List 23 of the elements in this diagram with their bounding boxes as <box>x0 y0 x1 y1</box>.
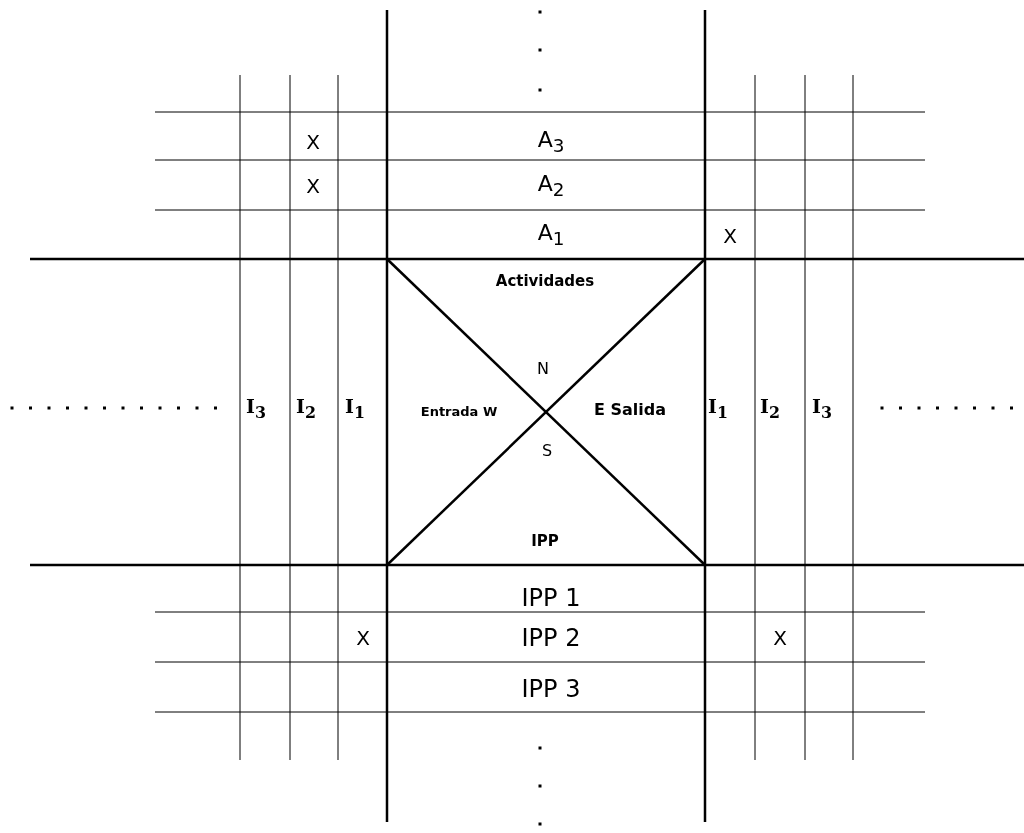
column-label: I$_{3}$ <box>246 397 266 421</box>
column-label: I$_{1}$ <box>708 397 728 421</box>
section-label: Actividades <box>495 273 595 289</box>
column-label: I$_{3}$ <box>812 397 832 421</box>
section-label: IPP <box>531 533 559 549</box>
side-label: Entrada W <box>420 404 498 418</box>
row-label: IPP 2 <box>521 626 581 650</box>
direction-label: N <box>537 361 549 377</box>
x-mark: X <box>356 628 370 648</box>
row-label: IPP 1 <box>521 586 581 610</box>
x-mark: X <box>723 226 737 246</box>
row-label: IPP 3 <box>521 677 581 701</box>
column-label: I$_{1}$ <box>345 397 365 421</box>
direction-label: S <box>541 443 553 459</box>
row-label: A$_{1}$ <box>537 221 565 249</box>
column-label: I$_{2}$ <box>296 397 316 421</box>
x-mark: X <box>306 176 320 196</box>
row-label: A$_{2}$ <box>537 172 565 200</box>
column-label: I$_{2}$ <box>760 397 780 421</box>
x-mark: X <box>306 132 320 152</box>
row-label: A$_{3}$ <box>537 128 565 156</box>
side-label: E Salida <box>594 402 666 418</box>
x-mark: X <box>773 628 787 648</box>
